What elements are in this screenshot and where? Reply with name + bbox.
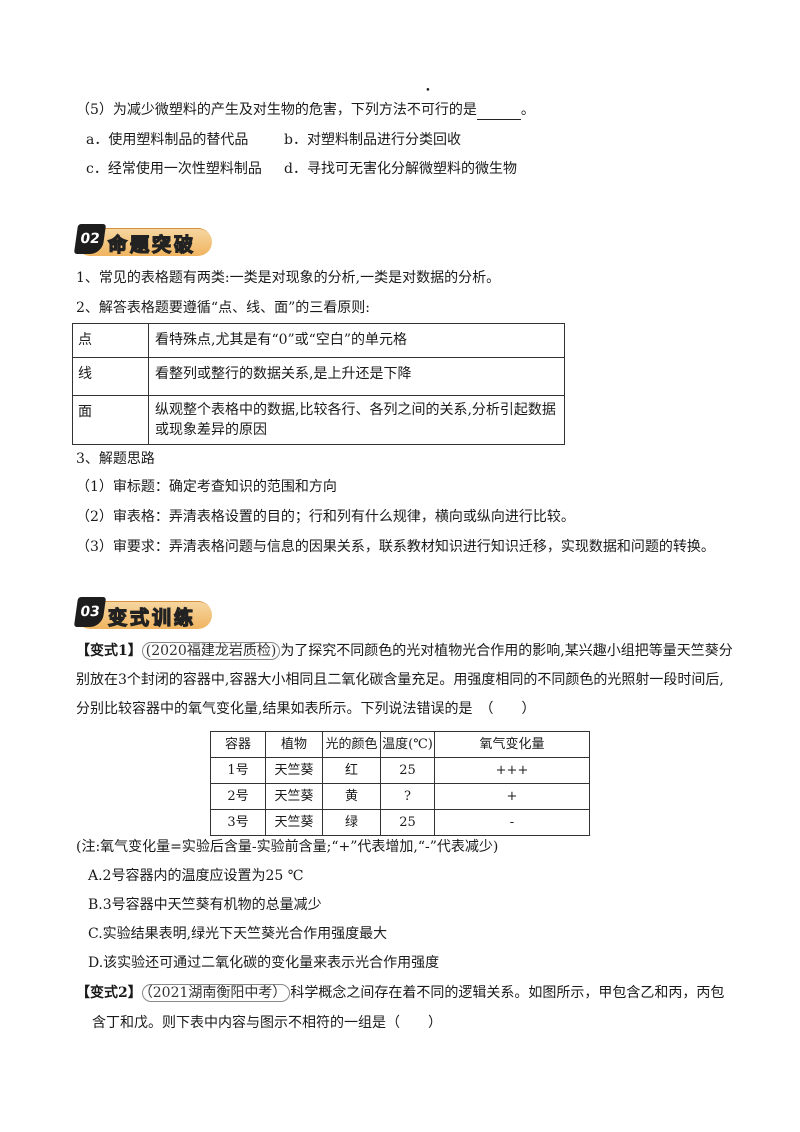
- principles-table: 点 看特殊点,尤其是有“0”或“空白”的单元格 线 看整列或整行的数据关系,是上…: [72, 323, 565, 445]
- table-row: 面 纵观整个表格中的数据,比较各行、各列之间的关系,分析引起数据 或现象差异的原…: [72, 395, 565, 445]
- principle-desc-cont: 或现象差异的原因: [155, 422, 267, 438]
- table-header-row: 容器 植物 光的颜色 温度(℃) 氧气变化量: [210, 731, 590, 758]
- option-d: d．寻找可无害化分解微塑料的微生物: [284, 161, 517, 177]
- principle-desc: 看特殊点,尤其是有“0”或“空白”的单元格: [148, 323, 565, 358]
- principle-desc: 看整列或整行的数据关系,是上升还是下降: [148, 357, 565, 396]
- table-cell: 2号: [210, 783, 266, 810]
- section-title: 变式训练: [107, 606, 197, 629]
- paragraph-1: 1、常见的表格题有两类:一类是对现象的分析,一类是对数据的分析。: [76, 270, 501, 286]
- variant-1-line1: 【变式1】(2020福建龙岩质检)为了探究不同颜色的光对植物光合作用的影响,某兴…: [76, 642, 733, 660]
- question-5-stem: （5）为减少微塑料的产生及对生物的危害，下列方法不可行的是。: [76, 100, 535, 120]
- table-cell: 黄: [322, 783, 381, 810]
- variant-1-line2: 别放在3个封闭的容器中,容器大小相同且二氧化碳含量充足。用强度相同的不同颜色的光…: [76, 672, 724, 688]
- principle-key: 点: [72, 323, 149, 358]
- step-1: （1）审标题：确定考查知识的范围和方向: [76, 479, 337, 495]
- table-cell: ?: [380, 783, 435, 810]
- table-cell: 天竺葵: [265, 757, 323, 784]
- emphasized-text: 不可行: [407, 100, 449, 120]
- variant-label: 【变式1】: [76, 643, 142, 659]
- paragraph-3: 3、解题思路: [76, 451, 155, 467]
- table-cell: +++: [434, 757, 590, 784]
- section-title: 命题突破: [107, 233, 197, 256]
- step-3: （3）审要求：弄清表格问题与信息的因果关系，联系教材知识进行知识迁移，实现数据和…: [76, 539, 715, 555]
- table-row: 1号 天竺葵 红 25 +++: [210, 757, 590, 784]
- variant-1-line3: 分别比较容器中的氧气变化量,结果如表所示。下列说法错误的是 （ ）: [76, 701, 536, 717]
- principle-desc-cell: 纵观整个表格中的数据,比较各行、各列之间的关系,分析引起数据 或现象差异的原因: [148, 395, 565, 445]
- header-cell: 温度(℃): [380, 731, 435, 758]
- header-cell: 氧气变化量: [434, 731, 590, 758]
- table-cell: -: [434, 809, 590, 836]
- table-cell: 25: [380, 809, 435, 836]
- source-tag: （2021湖南衡阳中考）: [141, 984, 291, 1002]
- header-cell: 容器: [210, 731, 266, 758]
- variant-label: 【变式2】: [76, 985, 142, 1001]
- answer-blank: [476, 105, 521, 120]
- header-cell: 植物: [265, 731, 323, 758]
- table-row: 2号 天竺葵 黄 ? +: [210, 783, 590, 810]
- table-cell: 红: [322, 757, 381, 784]
- table-note: (注:氧气变化量=实验后含量-实验前含量;“+”代表增加,“-”代表减少): [76, 839, 499, 855]
- principle-desc: 纵观整个表格中的数据,比较各行、各列之间的关系,分析引起数据: [155, 402, 556, 418]
- table-row: 3号 天竺葵 绿 25 -: [210, 809, 590, 836]
- paragraph-2: 2、解答表格题要遵循“点、线、面”的三看原则:: [76, 300, 370, 316]
- option-c: c．经常使用一次性塑料制品: [86, 161, 262, 177]
- table-row: 点 看特殊点,尤其是有“0”或“空白”的单元格: [72, 323, 565, 358]
- principle-key: 面: [72, 395, 149, 445]
- table-cell: 25: [380, 757, 435, 784]
- option-a: a．使用塑料制品的替代品: [86, 132, 249, 148]
- option-b: b．对塑料制品进行分类回收: [284, 132, 461, 148]
- step-2: （2）审表格：弄清表格设置的目的；行和列有什么规律，横向或纵向进行比较。: [76, 509, 575, 525]
- source-tag: (2020福建龙岩质检): [141, 642, 281, 660]
- table-cell: 绿: [322, 809, 381, 836]
- table-row: 线 看整列或整行的数据关系,是上升还是下降: [72, 357, 565, 396]
- table-cell: 3号: [210, 809, 266, 836]
- principle-key: 线: [72, 357, 149, 396]
- option-C: C.实验结果表明,绿光下天竺葵光合作用强度最大: [88, 926, 388, 942]
- experiment-table: 容器 植物 光的颜色 温度(℃) 氧气变化量 1号 天竺葵 红 25 +++ 2…: [210, 731, 590, 836]
- section-banner-03: 03 变式训练: [73, 597, 216, 633]
- table-cell: 天竺葵: [265, 783, 323, 810]
- variant-2-line2: 含丁和戊。则下表中内容与图示不相符的一组是（ ）: [92, 1015, 442, 1031]
- table-cell: 1号: [210, 757, 266, 784]
- section-banner-02: 02 命题突破: [73, 224, 216, 260]
- header-cell: 光的颜色: [322, 731, 381, 758]
- option-A: A.2号容器内的温度应设置为25 ℃: [88, 868, 304, 884]
- option-D: D.该实验还可通过二氧化碳的变化量来表示光合作用强度: [88, 955, 440, 971]
- table-cell: 天竺葵: [265, 809, 323, 836]
- variant-2-line1: 【变式2】（2021湖南衡阳中考）科学概念之间存在着不同的逻辑关系。如图所示，甲…: [76, 984, 725, 1002]
- option-B: B.3号容器中天竺葵有机物的总量减少: [88, 897, 322, 913]
- table-cell: +: [434, 783, 590, 810]
